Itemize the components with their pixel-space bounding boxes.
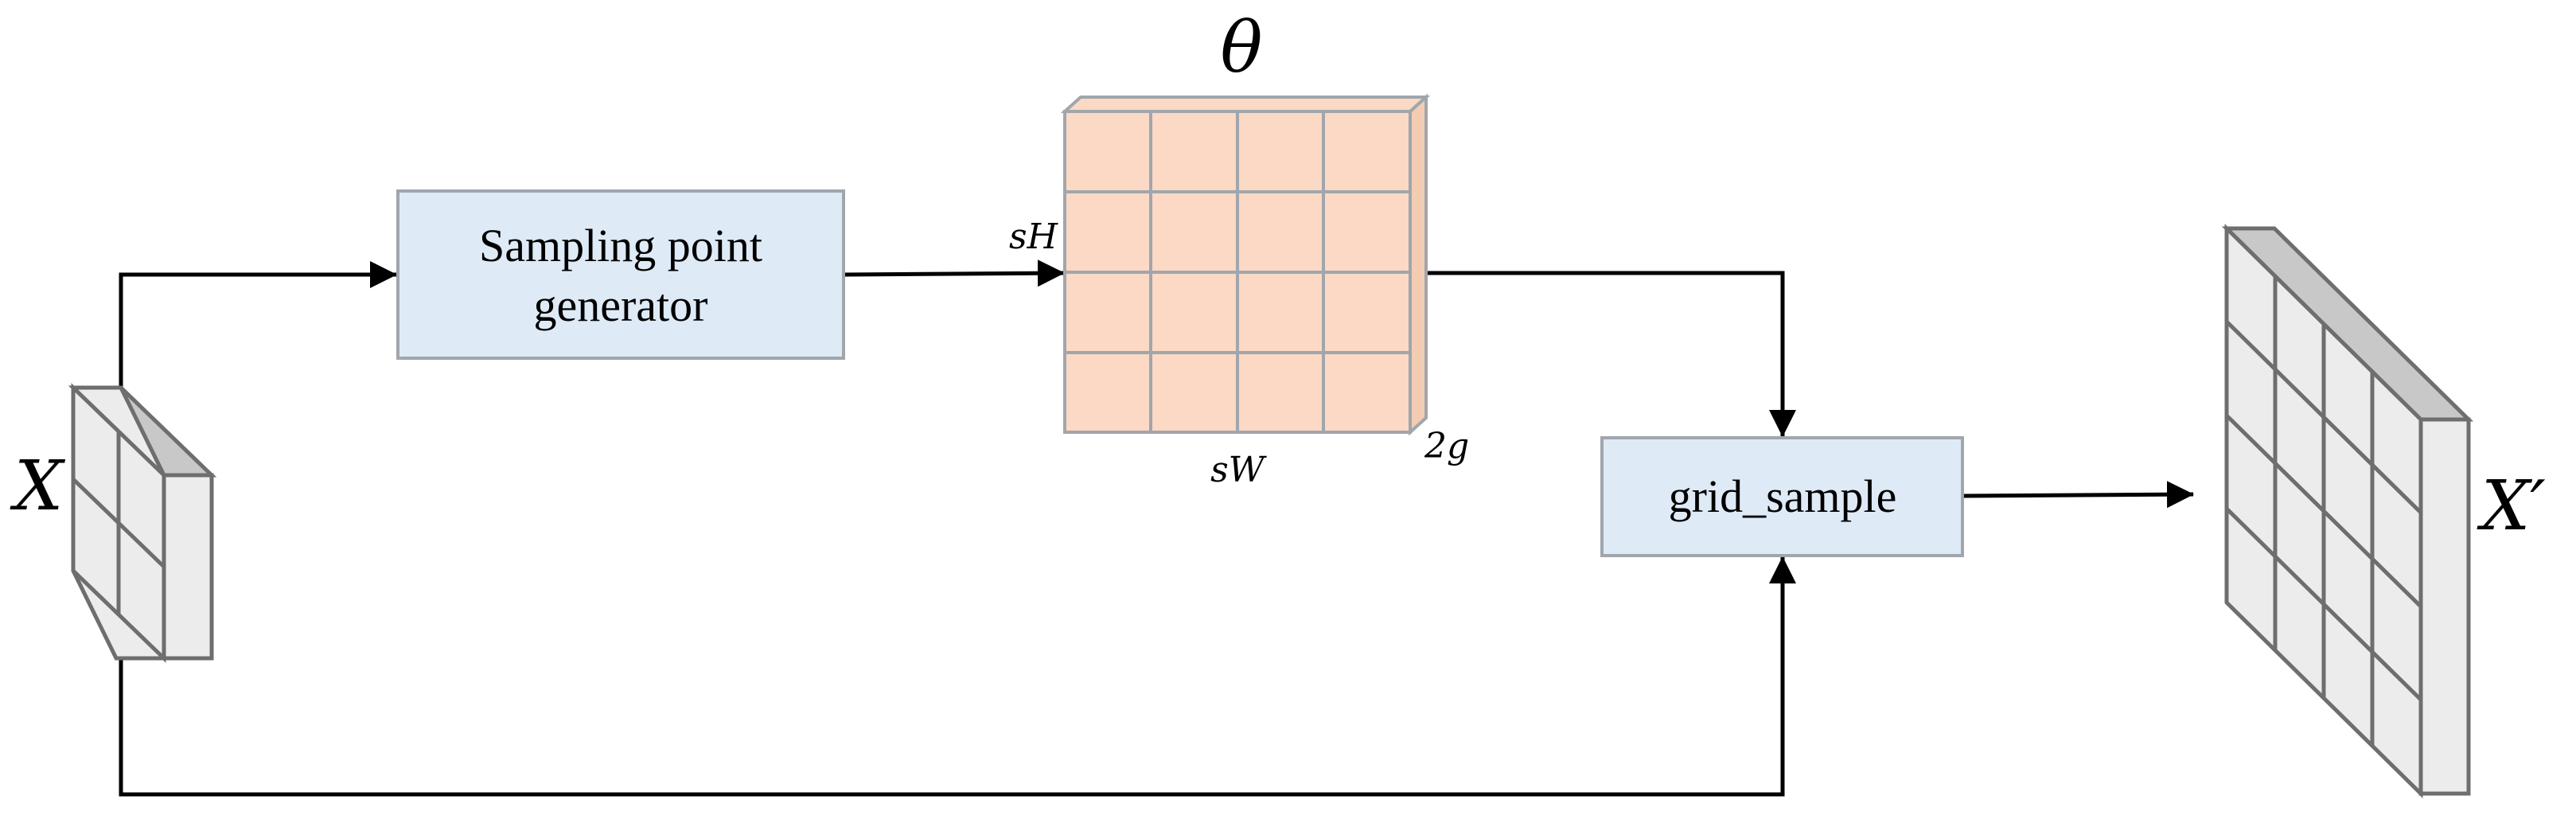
sampling-point-generator: Sampling point generator <box>396 189 845 360</box>
input-tensor: X <box>10 383 217 663</box>
connectors <box>119 259 2194 797</box>
grid-sample-label: grid_sample <box>1669 470 1897 522</box>
input-tensor-side <box>162 473 214 661</box>
theta-height-label: sH <box>1009 217 1059 257</box>
sampling-point-generator-box <box>396 189 845 360</box>
theta-tensor: θ sH sW 2g <box>1009 6 1469 490</box>
input-tensor-label: X <box>10 447 66 526</box>
theta-grid <box>1065 111 1410 432</box>
arrow-x-to-grid-sample <box>119 556 1796 797</box>
theta-top <box>1060 96 1431 113</box>
arrow-grid-sample-to-output <box>1962 481 2194 509</box>
input-tensor-grid-h <box>72 478 166 568</box>
grid-sample-box <box>1600 436 1964 557</box>
theta-title: θ <box>1221 6 1263 88</box>
output-tensor: X′ <box>2221 224 2546 798</box>
output-tensor-grid <box>2225 276 2422 746</box>
output-tensor-side <box>2418 417 2471 796</box>
output-tensor-label: X′ <box>2477 466 2546 546</box>
theta-depth-label: 2g <box>1424 426 1469 466</box>
grid-sample: grid_sample <box>1600 436 1964 557</box>
arrow-x-to-sampler <box>119 261 397 434</box>
sampling-point-generator-label-2: generator <box>534 279 708 331</box>
theta-side <box>1409 93 1428 436</box>
arrow-theta-to-grid-sample <box>1415 271 1796 437</box>
arrow-sampler-to-theta <box>844 259 1065 287</box>
sampling-point-generator-label-1: Sampling point <box>479 220 762 271</box>
theta-width-label: sW <box>1210 450 1268 490</box>
